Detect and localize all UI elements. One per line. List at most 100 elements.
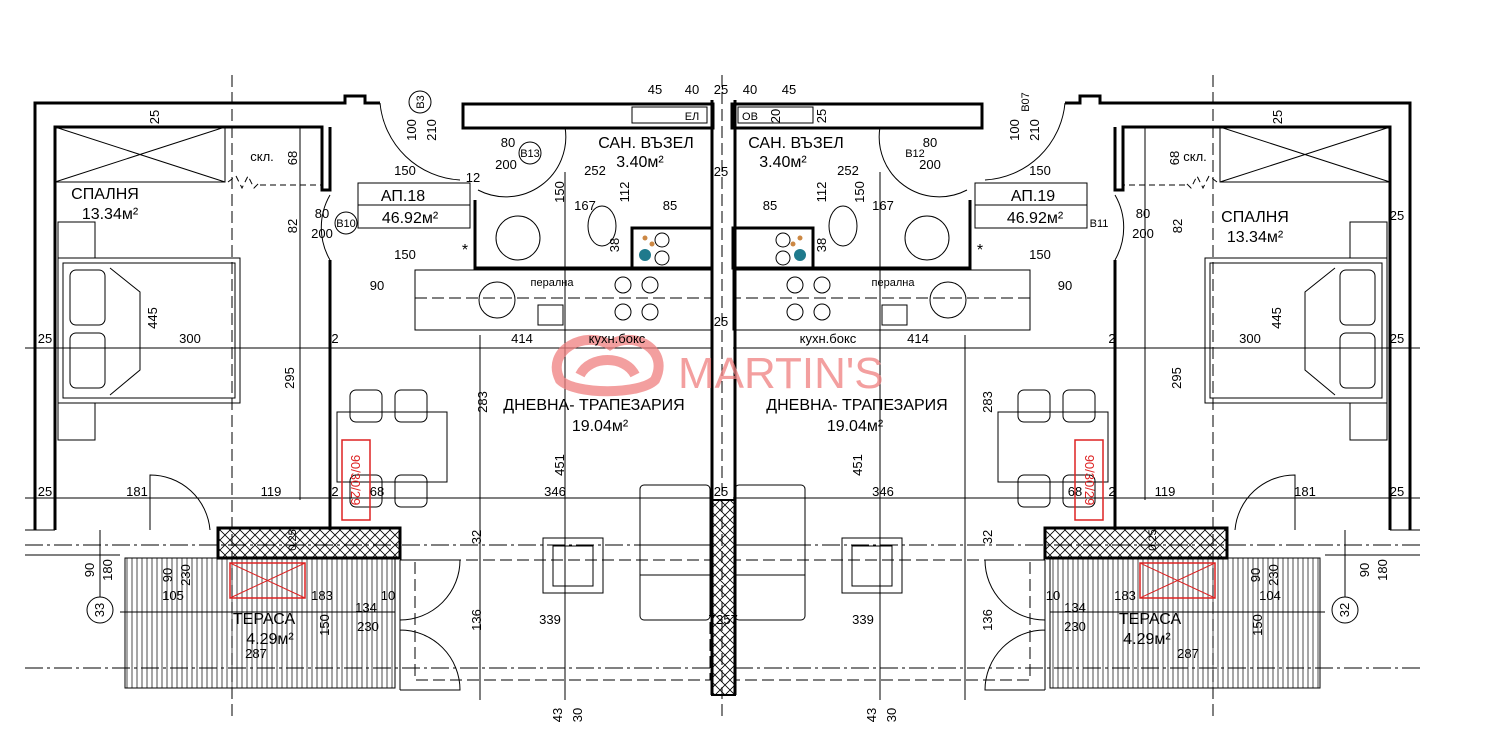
dimension: 150 (317, 614, 332, 636)
dimension: 181 (126, 484, 148, 499)
dimension: 287 (245, 646, 267, 661)
apartment-19-dimensions: 25 68 100 210 150 112 80 200 252 150 167… (763, 110, 1404, 722)
dimension: 252 (584, 163, 606, 178)
dimension: 283 (475, 391, 490, 413)
room-area: 3.40м² (616, 154, 664, 171)
dimension: 230 (178, 564, 193, 586)
dimension: 25 (814, 109, 829, 123)
dimension: 300 (179, 331, 201, 346)
dimension: 210 (424, 119, 439, 141)
axis-marker: 32 (1337, 603, 1352, 617)
dimension: 25 (1390, 208, 1404, 223)
room-name: кухн.бокс (800, 331, 857, 346)
dimension: 167 (872, 198, 894, 213)
ventilation-shaft-label: ОВ (742, 111, 758, 123)
door-tag: B07 (1020, 92, 1032, 112)
door-tag: B13 (520, 148, 540, 160)
dimension: 183 (1114, 588, 1136, 603)
dimension: 200 (495, 157, 517, 172)
dimension: 25 (147, 110, 162, 124)
axis-marker: 33 (92, 603, 107, 617)
dimension: 104 (1259, 588, 1281, 603)
dimension: 25 (714, 314, 728, 329)
dimension: 32 (469, 530, 484, 544)
dimension: 339 (539, 612, 561, 627)
dimension: 90 (82, 563, 97, 577)
dimension: 346 (872, 484, 894, 499)
dimension: 80 (315, 206, 329, 221)
room-area: 13.34м² (82, 206, 139, 223)
room-name: СПАЛНЯ (1221, 209, 1289, 226)
watermark-logo-icon (551, 335, 664, 397)
apartment-number: АП.19 (1011, 188, 1055, 205)
dimension: 82 (285, 219, 300, 233)
dimension: 0.25 (287, 529, 299, 550)
dimension: 30 (570, 708, 585, 722)
window-tag: 90/30/29 (348, 455, 363, 506)
dimension: 180 (100, 559, 115, 581)
stove-dot (639, 249, 651, 261)
dimension: 25 (1390, 331, 1404, 346)
window-tag: 90/30/29 (1082, 455, 1097, 506)
appliance-label: перална (531, 277, 575, 289)
dimension: 25 (1270, 110, 1285, 124)
room-area: 4.29м² (1123, 631, 1171, 648)
dimension: 7 (708, 612, 715, 627)
dimension: 25 (714, 82, 728, 97)
dimension: 200 (919, 157, 941, 172)
dimension: 200 (1132, 226, 1154, 241)
dimension: 257 (716, 612, 738, 627)
dimension: 230 (1266, 564, 1281, 586)
dimension: 43 (864, 708, 879, 722)
dimension: 68 (1167, 151, 1182, 165)
room-name: скл. (1183, 149, 1207, 164)
dimension: 230 (357, 619, 379, 634)
dimension: 414 (907, 331, 929, 346)
dimension: 30 (884, 708, 899, 722)
dimension: 183 (311, 588, 333, 603)
dimension: 210 (1027, 119, 1042, 141)
dimension: 119 (261, 484, 282, 499)
dimension: 100 (404, 119, 419, 141)
door-tag: B3 (415, 95, 427, 108)
dimension: 0.25 (1147, 529, 1159, 550)
dimension: 20 (768, 109, 783, 123)
room-name: скл. (250, 149, 274, 164)
dimension: 252 (837, 163, 859, 178)
room-area: 3.40м² (759, 154, 807, 171)
dimension: 10 (381, 588, 395, 603)
party-wall-hatch (711, 499, 736, 696)
dimension: 25 (714, 484, 728, 499)
dimension: 445 (145, 307, 160, 329)
dimension: 134 (1064, 600, 1086, 615)
dimension: 25 (714, 164, 728, 179)
dimension: 85 (663, 198, 677, 213)
dimension: 10 (1046, 588, 1060, 603)
room-name: ДНЕВНА- ТРАПЕЗАРИЯ (503, 397, 684, 414)
dimension: 339 (852, 612, 874, 627)
room-name: САН. ВЪЗЕЛ (748, 135, 844, 152)
dimension: 300 (1239, 331, 1261, 346)
apartment-19-labels: СПАЛНЯ 13.34м² скл. АП.19 46.92м² САН. В… (748, 92, 1352, 648)
room-name: ТЕРАСА (1119, 611, 1182, 628)
dimension: 295 (1169, 367, 1184, 389)
dimension: 40 (685, 82, 699, 97)
dimension: 90 (1248, 568, 1263, 582)
dimension: 68 (285, 151, 300, 165)
dimension: 414 (511, 331, 533, 346)
dimension: 85 (763, 198, 777, 213)
dimension: 90 (160, 568, 175, 582)
dimension: 68 (370, 484, 384, 499)
dimension: 136 (469, 609, 484, 631)
dimension: 295 (282, 367, 297, 389)
dimension: 80 (501, 135, 515, 150)
dimension: 136 (980, 609, 995, 631)
dimension: 38 (607, 238, 622, 252)
room-name: кухн.бокс (589, 331, 646, 346)
dimension: 283 (980, 391, 995, 413)
dimension: 134 (355, 600, 377, 615)
dimension: 12 (466, 170, 480, 185)
room-area: 19.04м² (572, 418, 629, 435)
dimension: 45 (782, 82, 796, 97)
